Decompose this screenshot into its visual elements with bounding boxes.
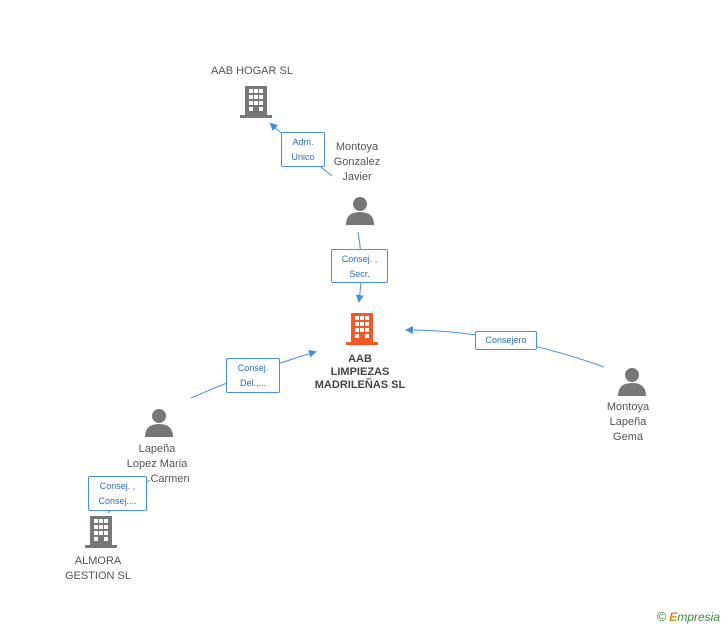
label-line: Lapeña (609, 416, 647, 428)
label-line: ALMORA (74, 555, 122, 567)
edge-label-line: Consej.... (98, 496, 137, 506)
label-line: GESTION SL (64, 570, 132, 582)
person-icon[interactable] (617, 366, 647, 396)
edge-label-line: Consej. (237, 363, 269, 373)
node-label-montoya-gema[interactable]: Montoya Lapeña Gema (588, 400, 668, 445)
building-icon[interactable] (85, 516, 117, 548)
brand-logo-text: mpresia (677, 610, 720, 624)
edge-label-line: Del.,... (239, 378, 266, 388)
edge-label-line: Adm. (292, 137, 314, 147)
node-label-montoya-javier[interactable]: Montoya Gonzalez Javier (307, 140, 407, 185)
edge-label-line: Secr. (349, 269, 370, 279)
label-line: MADRILEÑAS SL (314, 379, 406, 391)
label-line: Carmen (150, 473, 190, 485)
main-building-icon[interactable] (346, 313, 378, 345)
node-label-almora[interactable]: ALMORA GESTION SL (56, 554, 140, 584)
label-line: Javier (342, 171, 372, 183)
label-line: Lapeña (138, 443, 176, 455)
label-line: Gonzalez (333, 156, 381, 168)
edge-label-line: Unico (291, 152, 315, 162)
empresia-watermark: ©Empresia (657, 609, 720, 624)
building-icon[interactable] (240, 86, 272, 118)
label-line: Montoya (606, 401, 650, 413)
edge-label-line: Consejero (485, 335, 527, 345)
edge-label-consej-consej[interactable]: Consej. , Consej.... (88, 476, 147, 511)
copyright-icon: © (656, 609, 667, 624)
node-label-aab-hogar[interactable]: AAB HOGAR SL (196, 64, 308, 79)
label-line: Montoya (335, 141, 379, 153)
label-line: Gema (613, 431, 643, 443)
person-icon[interactable] (144, 407, 174, 437)
edge-label-consej-del[interactable]: Consej. Del.,... (226, 358, 280, 393)
edge-label-consejero[interactable]: Consejero (475, 331, 537, 350)
edge-label-adm-unico[interactable]: Adm. Unico (281, 132, 325, 167)
edge-label-line: Consej. , (99, 481, 136, 491)
edge-label-line: Consej. , (341, 254, 378, 264)
label-line: LIMPIEZAS (330, 366, 390, 378)
edge-label-consej-secr[interactable]: Consej. , Secr. (331, 249, 388, 283)
node-label-main[interactable]: AAB LIMPIEZAS MADRILEÑAS SL (300, 353, 420, 392)
label-line: Lopez Maria (126, 458, 188, 470)
node-label-lapena-maria[interactable]: Lapeña Lopez Maria Carmen (112, 442, 202, 487)
label-line: AAB HOGAR SL (211, 65, 293, 77)
person-icon[interactable] (345, 195, 375, 225)
brand-logo-initial: E (669, 610, 678, 624)
label-line: AAB (348, 353, 372, 365)
